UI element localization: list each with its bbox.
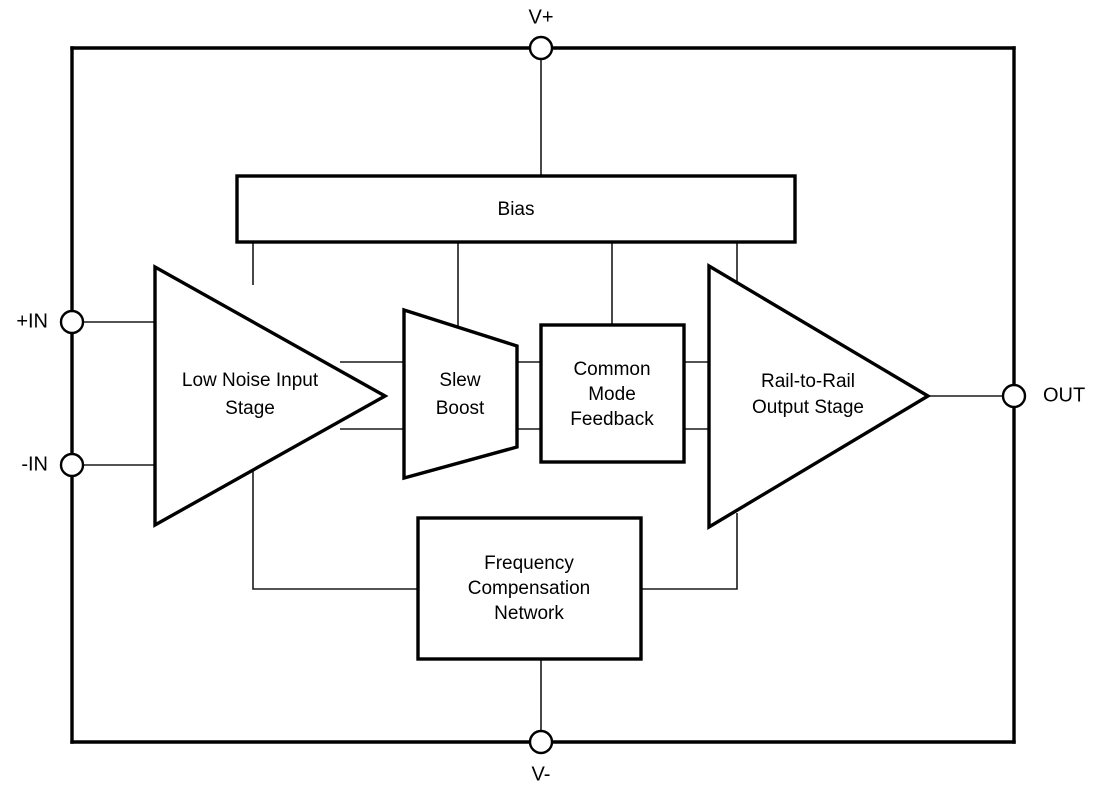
terminal-label-out: OUT [1043,384,1085,406]
block-freq-comp-label-line1: Frequency [484,553,574,574]
block-freq-comp-network[interactable] [416,516,643,661]
block-cmfb-label-line2: Mode [588,384,636,405]
terminal-label-in-minus: -IN [21,453,48,475]
wire-freq-comp-to-output-stage [641,513,738,590]
block-output-stage-label-line2: Output Stage [752,397,864,418]
block-slew-boost-label-line1: Slew [439,370,480,391]
terminal-out[interactable] [1001,383,1027,409]
block-bias-label: Bias [498,199,535,220]
block-cmfb-label-line3: Feedback [570,409,654,430]
terminal-label-v-minus: V- [532,763,551,785]
block-input-stage-label-line1: Low Noise Input [182,370,319,391]
terminal-v-minus[interactable] [528,729,554,755]
block-input-stage[interactable] [153,264,389,528]
block-freq-comp-label-line3: Network [494,603,564,624]
terminal-label-v-plus: V+ [528,6,553,28]
block-cmfb-label-line1: Common [573,359,650,380]
wire-input-stage-to-freq-comp [252,465,418,590]
block-output-stage[interactable] [707,263,932,530]
block-slew-boost-label-line2: Boost [436,398,485,419]
block-slew-boost[interactable] [402,307,519,481]
block-freq-comp-label-line2: Compensation [468,578,591,599]
block-common-mode-feedback[interactable] [539,323,686,464]
terminal-label-in-plus: +IN [16,310,48,332]
block-output-stage-label-line1: Rail-to-Rail [761,371,855,392]
terminal-in-minus[interactable] [59,452,85,478]
terminal-v-plus[interactable] [528,35,554,61]
block-bias[interactable] [235,174,797,244]
block-input-stage-label-line2: Stage [225,398,275,419]
terminal-in-plus[interactable] [59,309,85,335]
